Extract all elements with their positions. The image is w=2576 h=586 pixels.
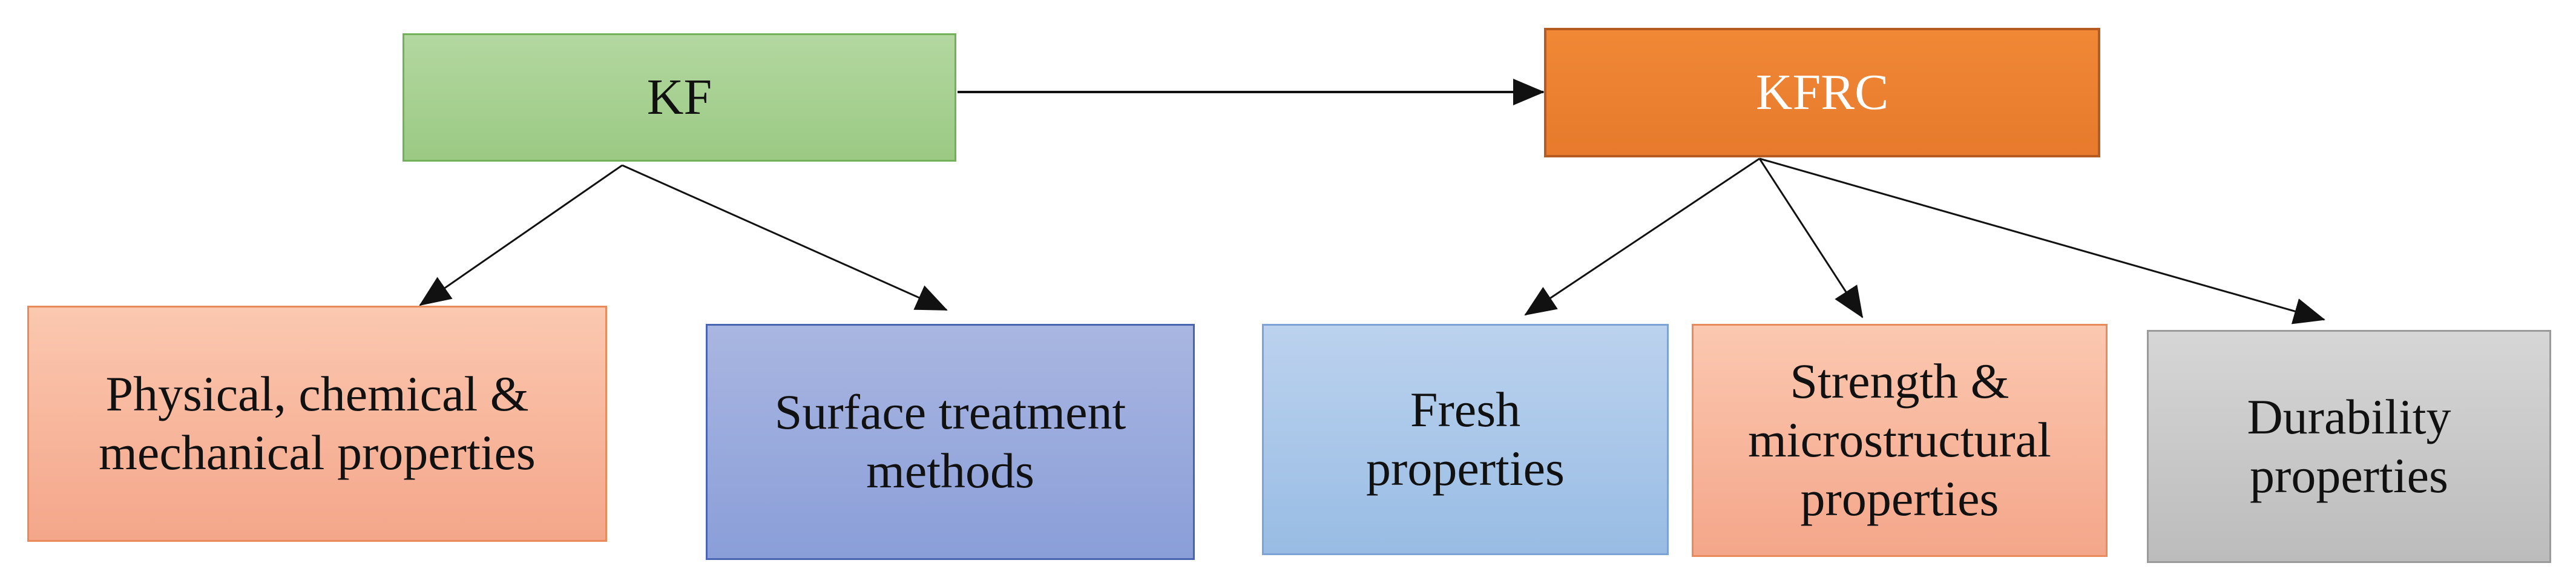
- durability-properties-node: Durability properties: [2147, 330, 2551, 563]
- arrow-kf-to-surface: [622, 164, 948, 311]
- kfrc-node: KFRC: [1544, 28, 2100, 157]
- kfrc-node-label: KFRC: [1755, 64, 1889, 121]
- arrow-kfrc-to-durability: [1759, 157, 2325, 324]
- fresh-properties-line-2: properties: [1366, 441, 1565, 496]
- surface-treatment-node: Surface treatment methods: [706, 324, 1195, 560]
- strength-microstructural-node: Strength & microstructural properties: [1692, 324, 2108, 557]
- strength-line-2: microstructural: [1748, 412, 2051, 468]
- fresh-properties-node: Fresh properties: [1262, 324, 1669, 555]
- strength-line-3: properties: [1800, 470, 1999, 526]
- physical-properties-line-1: Physical, chemical &: [105, 366, 529, 422]
- arrow-kf-to-physical: [419, 164, 623, 306]
- arrow-kfrc-to-strength: [1758, 158, 1864, 318]
- strength-line-1: Strength &: [1790, 354, 2009, 409]
- durability-line-1: Durability: [2247, 389, 2451, 444]
- fresh-properties-line-1: Fresh: [1410, 382, 1521, 438]
- kf-node: KF: [402, 33, 956, 162]
- surface-treatment-line-1: Surface treatment: [774, 384, 1126, 440]
- durability-line-2: properties: [2250, 447, 2448, 503]
- arrow-kfrc-to-fresh: [1524, 157, 1760, 316]
- physical-properties-node: Physical, chemical & mechanical properti…: [27, 306, 607, 542]
- kf-node-label: KF: [646, 69, 712, 126]
- surface-treatment-line-2: methods: [866, 443, 1034, 498]
- physical-properties-line-2: mechanical properties: [99, 425, 536, 480]
